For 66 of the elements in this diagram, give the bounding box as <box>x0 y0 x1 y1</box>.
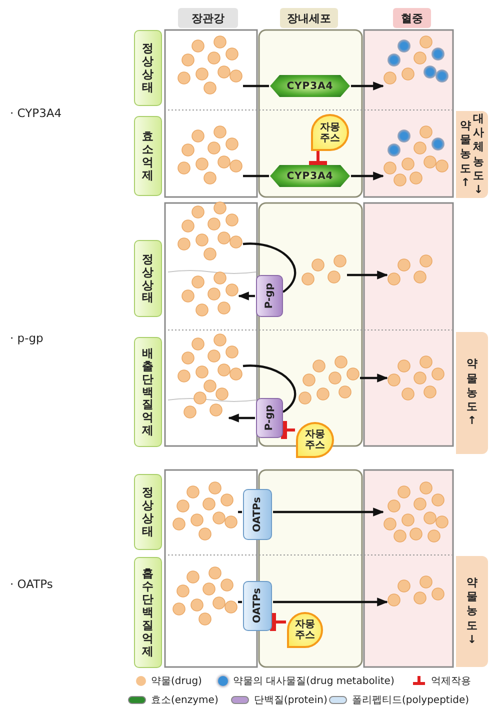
state-label: 정상 상태 <box>141 252 155 304</box>
protein-label: P-gp <box>263 283 276 309</box>
drug-particles-drawing <box>184 388 228 418</box>
legend-label: 폴리펩티드(polypeptide) <box>352 694 470 707</box>
drug-particles-drawing <box>298 356 360 404</box>
concentration-box <box>456 556 488 667</box>
legend-label: 단백질(protein) <box>254 694 328 707</box>
drug-particles-drawing <box>384 482 448 542</box>
drug-particles-drawing <box>178 202 242 260</box>
legend-label: 약물의 대사물질(drug metabolite) <box>233 675 394 688</box>
state-tag <box>134 337 162 447</box>
arrow <box>273 598 388 606</box>
group-label: · CYP3A4 <box>10 106 62 120</box>
state-label: 정상 상태 <box>141 42 155 94</box>
state-tag <box>134 557 162 668</box>
drug-particles-drawing <box>178 126 242 184</box>
polypeptide-box <box>243 489 272 540</box>
state-tag <box>134 240 162 317</box>
legend-label: 효소(enzyme) <box>151 694 218 707</box>
drug-particles-drawing <box>178 36 242 94</box>
polypeptide-box <box>243 581 272 631</box>
protein-box <box>256 275 283 317</box>
drug-particles-drawing <box>182 272 238 316</box>
state-tag <box>134 474 162 550</box>
drug-particles-drawing <box>172 482 238 540</box>
drug-particles-drawing <box>384 126 448 186</box>
concentration-label: 약물농도↑ <box>459 118 472 190</box>
concentration-label: 약물농도↓ <box>466 576 478 648</box>
arrow <box>351 82 384 90</box>
drug-particles-drawing <box>384 36 448 84</box>
inhibition-line <box>270 613 286 631</box>
protein-label: P-gp <box>263 405 276 431</box>
concentration-label: 약물농도↑ <box>466 357 478 429</box>
arrow <box>351 172 384 180</box>
state-label: 정상 상태 <box>141 486 155 538</box>
drug-particles-drawing <box>172 566 238 626</box>
concentration-label: 대사체농도↓ <box>472 112 485 198</box>
column-header: 장관강 <box>178 8 238 28</box>
state-label: 배출단백질 억제 <box>141 346 155 438</box>
state-tag <box>134 30 162 106</box>
legend-label: 억제작용 <box>431 675 471 688</box>
protein-label: OATPs <box>251 496 264 532</box>
state-label: 효소 억제 <box>141 130 155 182</box>
group-label: · p-gp <box>10 331 44 345</box>
arrow <box>360 374 388 382</box>
state-tag <box>134 116 162 196</box>
column-header: 장내세포 <box>280 8 338 28</box>
drug-particles-drawing <box>388 254 432 286</box>
column-header: 혈중 <box>393 8 431 28</box>
drug-particles-drawing <box>388 356 444 400</box>
protein-label: OATPs <box>251 588 264 624</box>
drug-particles-drawing <box>178 334 242 392</box>
arrow <box>238 292 255 300</box>
arrow <box>228 414 255 422</box>
drug-particles-drawing <box>302 254 346 286</box>
arrow <box>273 508 384 516</box>
arrow <box>347 270 388 280</box>
concentration-box <box>456 332 488 454</box>
protein-box <box>256 398 283 438</box>
concentration-box <box>456 111 488 198</box>
inhibition-line <box>309 151 327 167</box>
legend-label: 약물(drug) <box>151 675 202 688</box>
drug-particles-drawing <box>388 576 444 606</box>
group-label: · OATPs <box>10 577 53 591</box>
state-label: 흡수단백질 억제 <box>141 567 155 658</box>
inhibition-line <box>281 421 295 439</box>
